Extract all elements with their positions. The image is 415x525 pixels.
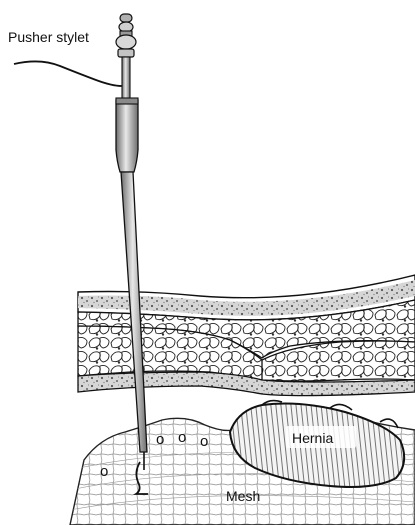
suture-marker: o	[100, 463, 108, 480]
suture-marker: o	[200, 433, 208, 450]
label-pusher-stylet: Pusher stylet	[8, 29, 89, 45]
label-hernia: Hernia	[292, 430, 333, 446]
suture-marker: o	[156, 431, 164, 448]
pusher-cable	[14, 61, 128, 86]
suture-marker: o	[178, 429, 186, 446]
label-mesh: Mesh	[226, 488, 260, 504]
